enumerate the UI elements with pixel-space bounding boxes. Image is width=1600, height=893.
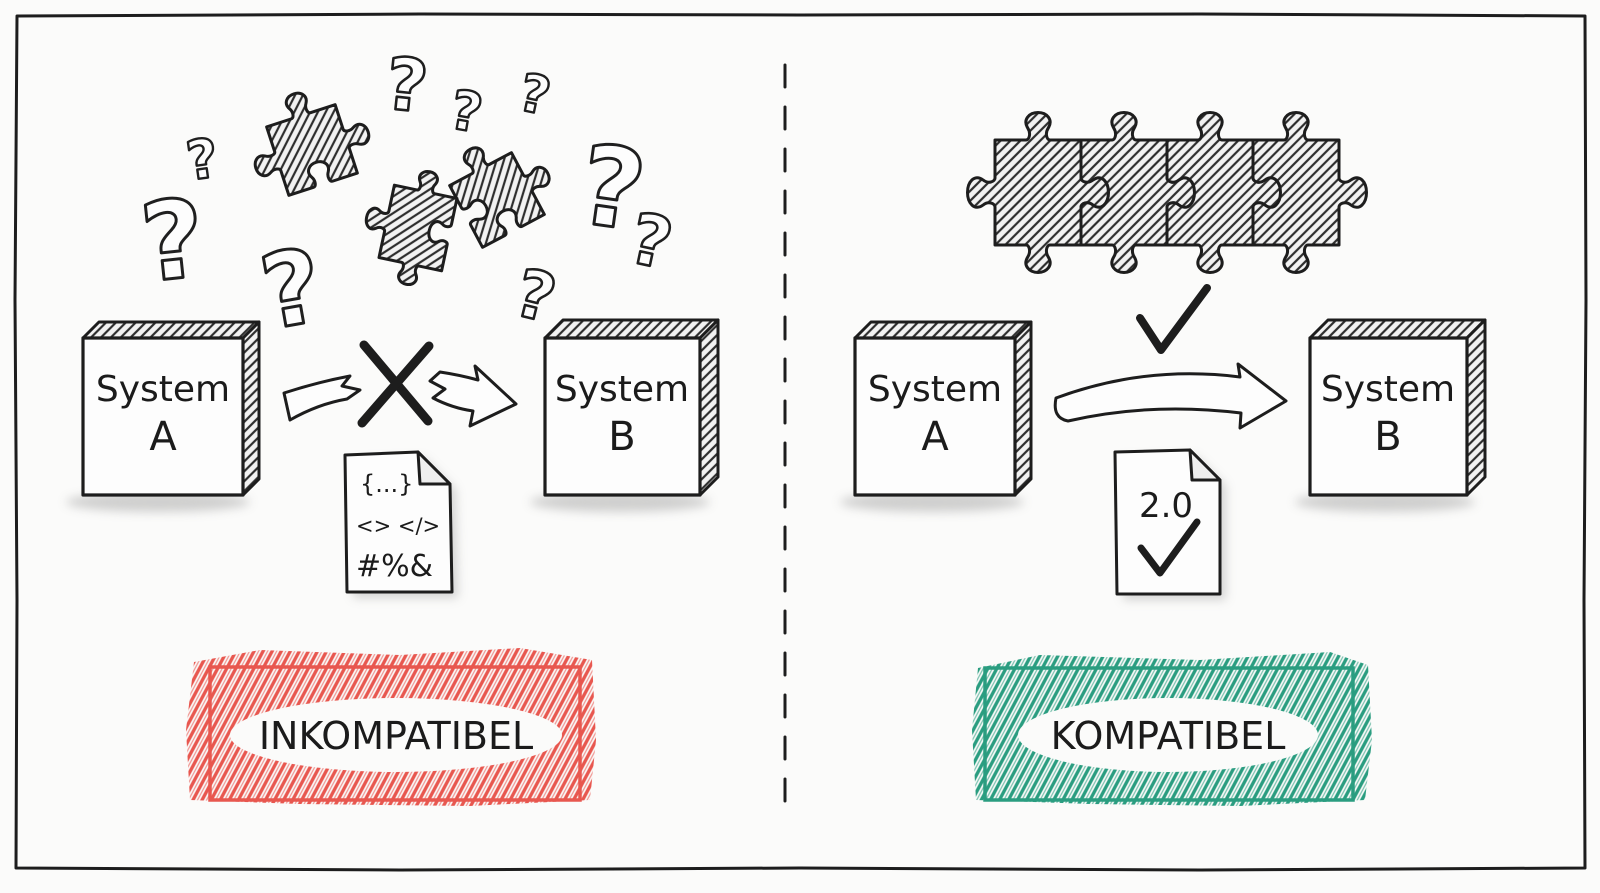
- document-page: [343, 450, 454, 594]
- box-shadow: [840, 492, 1024, 512]
- system-label-line1: System: [555, 369, 689, 410]
- broken-arrow-tail: [282, 374, 362, 422]
- label-text: KOMPATIBEL: [1051, 714, 1286, 758]
- box-front-face: [81, 336, 245, 497]
- box-shadow: [1295, 492, 1475, 512]
- puzzle-piece-icon: [448, 146, 551, 249]
- x-mark-stroke: [357, 341, 434, 428]
- system-label-line2: B: [608, 414, 635, 460]
- box-front-face: [1308, 336, 1469, 497]
- checkmark-icon: [1136, 284, 1211, 354]
- document-version: 2.0: [1139, 486, 1193, 526]
- connected-puzzle-row: [966, 111, 1368, 274]
- system-a-box: System A: [66, 320, 261, 512]
- puzzle-piece-icon: [1251, 111, 1368, 274]
- document-icon: 2.0: [1113, 448, 1226, 600]
- box-side-face: [241, 320, 261, 497]
- box-side-face: [1465, 318, 1487, 497]
- puzzle-piece-icon: [364, 170, 459, 286]
- connection-arrow: [1053, 362, 1288, 430]
- label-oval: [230, 698, 562, 772]
- label-frame: [983, 666, 1355, 802]
- box-top-face: [1308, 318, 1487, 340]
- x-mark-icon: [357, 340, 434, 428]
- label-oval: [1018, 698, 1318, 772]
- system-a-box: System A: [840, 320, 1033, 512]
- box-front-face: [543, 336, 702, 497]
- box-top-face: [81, 320, 261, 340]
- checkmark-icon: [1137, 518, 1201, 577]
- box-shadow: [530, 492, 710, 512]
- document-fold: [416, 450, 452, 486]
- system-b-box: System B: [530, 318, 720, 512]
- box-side-face: [698, 318, 720, 497]
- document-line: {...}: [360, 470, 413, 498]
- status-label-incompatible: INKOMPATIBEL: [186, 648, 596, 806]
- box-side-face: [1013, 320, 1033, 497]
- label-frame: [208, 665, 582, 802]
- scattered-puzzle-pieces: [253, 91, 551, 286]
- system-label-line2: B: [1374, 414, 1401, 460]
- question-mark-icon: ?: [135, 176, 210, 307]
- document-fold: [1188, 448, 1222, 482]
- broken-arrow-head: [428, 364, 518, 428]
- document-icon: {...} <> </> #%&: [343, 450, 458, 598]
- document-line: <> </>: [356, 514, 440, 538]
- label-text: INKOMPATIBEL: [259, 714, 533, 758]
- box-top-face: [853, 320, 1033, 340]
- box-front-face: [853, 336, 1017, 497]
- document-page: [1113, 448, 1222, 596]
- box-shadow: [66, 492, 250, 512]
- system-label-line1: System: [96, 369, 230, 410]
- outer-frame: [13, 12, 1588, 872]
- box-top-face: [543, 318, 720, 340]
- document-line: #%&: [356, 549, 433, 584]
- status-label-compatible: KOMPATIBEL: [972, 652, 1372, 806]
- system-label-line2: A: [921, 414, 949, 460]
- broken-connection-arrow: [282, 340, 518, 428]
- system-b-box: System B: [1295, 318, 1487, 512]
- system-label-line2: A: [149, 414, 177, 460]
- question-mark-icon: ?: [381, 41, 431, 129]
- system-label-line1: System: [1321, 369, 1455, 410]
- compatible-panel: System A 2.0 System B KOMPATIBEL: [840, 111, 1487, 806]
- puzzle-piece-icon: [253, 91, 371, 197]
- system-label-line1: System: [868, 369, 1002, 410]
